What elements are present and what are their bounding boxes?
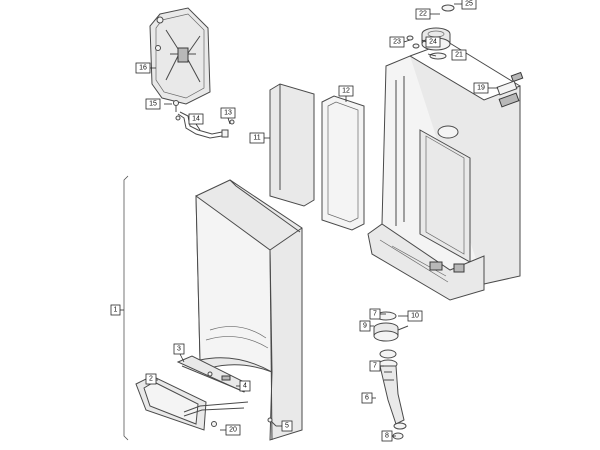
svg-text:10: 10 [411, 313, 419, 320]
callout-5: 5 [281, 420, 293, 432]
gasket-frame [321, 95, 365, 231]
insulation-panel [269, 83, 315, 207]
callout-1: 1 [110, 304, 121, 316]
control-panel-bar [176, 355, 249, 393]
condensate-siphon [378, 359, 407, 440]
svg-text:3: 3 [177, 346, 181, 353]
callout-25: 25 [461, 0, 477, 10]
svg-text:1: 1 [114, 307, 118, 314]
expansion-vessel [149, 7, 211, 105]
svg-text:4: 4 [243, 383, 247, 390]
svg-text:2: 2 [149, 376, 153, 383]
svg-text:20: 20 [229, 427, 237, 434]
svg-text:23: 23 [393, 39, 401, 46]
leader-lines [120, 3, 498, 437]
callout-4: 4 [239, 380, 251, 392]
svg-text:22: 22 [419, 11, 427, 18]
callout-10: 10 [407, 310, 423, 322]
svg-text:16: 16 [139, 65, 147, 72]
callout-6: 6 [361, 392, 373, 404]
screw-part [267, 417, 277, 427]
callout-2: 2 [145, 373, 157, 385]
callout-7a: 7 [369, 308, 381, 320]
svg-text:25: 25 [465, 1, 473, 8]
svg-text:11: 11 [253, 135, 260, 142]
callout-labels: 1 2 3 4 5 6 7 7 [110, 0, 489, 442]
callout-20: 20 [225, 424, 241, 436]
svg-text:19: 19 [477, 85, 485, 92]
svg-text:8: 8 [385, 433, 389, 440]
svg-text:13: 13 [224, 110, 232, 117]
rubber-pads [496, 71, 524, 108]
svg-text:14: 14 [192, 116, 200, 123]
callout-15: 15 [145, 98, 161, 110]
svg-text:5: 5 [285, 423, 289, 430]
callout-19: 19 [473, 82, 489, 94]
svg-text:7: 7 [373, 311, 377, 318]
callout-21: 21 [451, 49, 467, 61]
boiler-chassis [367, 41, 521, 301]
callout-13: 13 [220, 107, 236, 119]
assembly-bracket [123, 175, 129, 441]
callout-8: 8 [381, 430, 393, 442]
callout-7b: 7 [369, 360, 381, 372]
pipe-fittings [373, 311, 409, 359]
callout-16: 16 [135, 62, 151, 74]
svg-text:9: 9 [363, 323, 367, 330]
callout-9: 9 [359, 320, 371, 332]
flue-adapter [406, 4, 455, 60]
front-casing [195, 179, 303, 441]
callout-23: 23 [389, 36, 405, 48]
callout-3: 3 [173, 343, 185, 355]
svg-text:21: 21 [455, 52, 463, 59]
callout-14: 14 [188, 113, 204, 125]
front-flap [135, 375, 249, 431]
callout-12: 12 [338, 85, 354, 97]
svg-text:15: 15 [149, 101, 157, 108]
callout-22: 22 [415, 8, 431, 20]
svg-text:24: 24 [429, 39, 437, 46]
svg-text:12: 12 [342, 88, 350, 95]
svg-text:7: 7 [373, 363, 377, 370]
callout-24: 24 [425, 36, 441, 48]
callout-11: 11 [249, 132, 265, 144]
vessel-pipe-assembly [173, 100, 235, 139]
svg-text:6: 6 [365, 395, 369, 402]
